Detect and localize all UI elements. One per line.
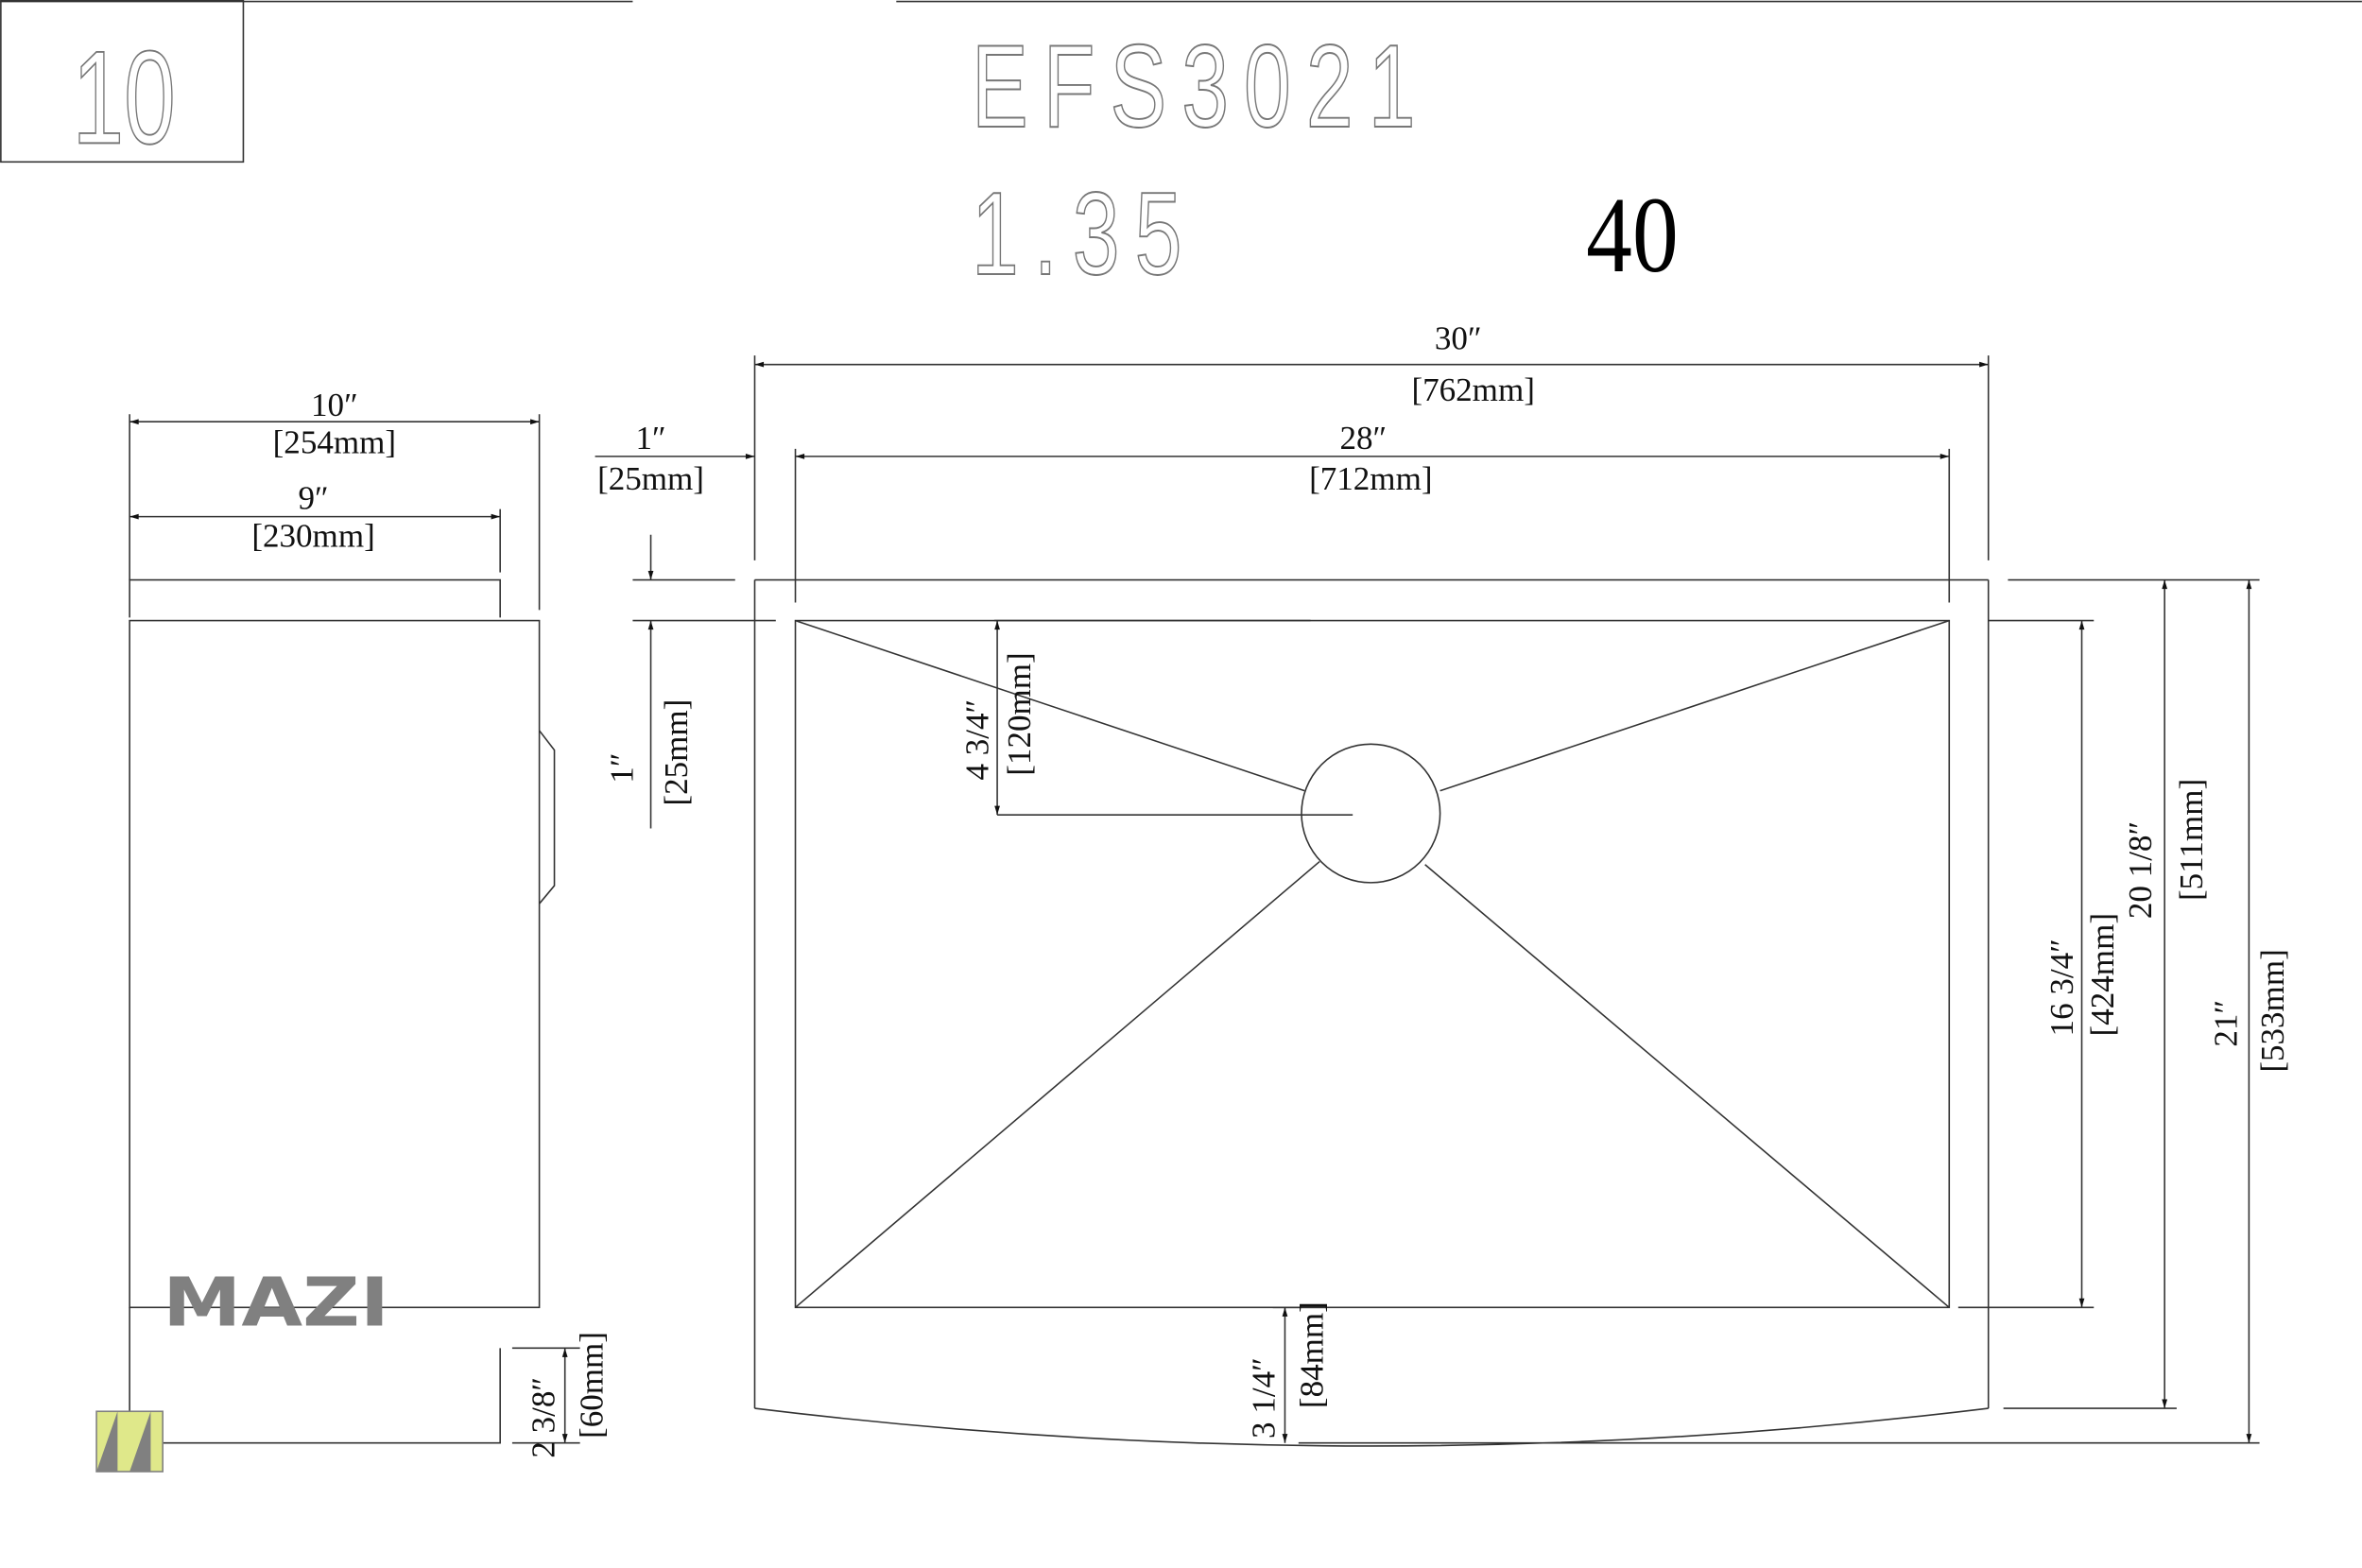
model-number: EFS3021	[972, 20, 1431, 151]
mazi-logo: MAZI	[95, 1264, 389, 1473]
bowl-depth-label: 16 3/4″	[2043, 939, 2080, 1036]
side-inner-label: 9″	[298, 480, 328, 517]
overall-width-mm: [762mm]	[1411, 371, 1534, 408]
drain-offset-mm: [120mm]	[1001, 652, 1038, 775]
mid-depth-label: 20 1/8″	[2122, 821, 2159, 919]
bowl-width-label: 28″	[1340, 420, 1388, 457]
thickness-value: 1.35	[972, 168, 1197, 300]
front-view: 30″ [762mm] 28″ [712mm] 1″ [25mm] 1″ [25…	[595, 320, 2291, 1447]
overall-depth-label: 21″	[2208, 1000, 2245, 1047]
bowl-width-mm: [712mm]	[1309, 460, 1432, 497]
apron-mm: [84mm]	[1293, 1301, 1330, 1408]
side-apron-mm: [60mm]	[574, 1332, 611, 1439]
side-inner-mm: [230mm]	[251, 517, 374, 554]
logo-text: MAZI	[163, 1264, 389, 1342]
mid-depth-mm: [511mm]	[2173, 779, 2210, 901]
rim-vertical-mm: [25mm]	[658, 699, 695, 806]
rim-vertical-label: 1″	[603, 753, 640, 784]
drain-circle	[1301, 743, 1441, 884]
rim-label: 1″	[635, 420, 665, 457]
side-apron-label: 2 3/8″	[526, 1377, 562, 1458]
page-number-box	[0, 0, 245, 164]
side-view: 10″ [254mm] 9″ [230mm] 2 3/8″ [60mm]	[129, 387, 611, 1458]
side-width-label: 10″	[311, 387, 358, 423]
bowl-depth-mm: [424mm]	[2084, 913, 2121, 1036]
side-width-mm: [254mm]	[273, 424, 396, 461]
drain-offset-label: 4 3/4″	[959, 699, 996, 781]
overall-depth-mm: [533mm]	[2254, 949, 2291, 1072]
title-block: 10 EFS3021 1.35 40	[0, 0, 2362, 300]
page-number: 10	[73, 23, 176, 172]
rim-mm: [25mm]	[597, 460, 704, 497]
gauge-value: 40	[1586, 176, 1679, 296]
overall-width-label: 30″	[1435, 320, 1482, 357]
apron-label: 3 1/4″	[1245, 1357, 1282, 1439]
